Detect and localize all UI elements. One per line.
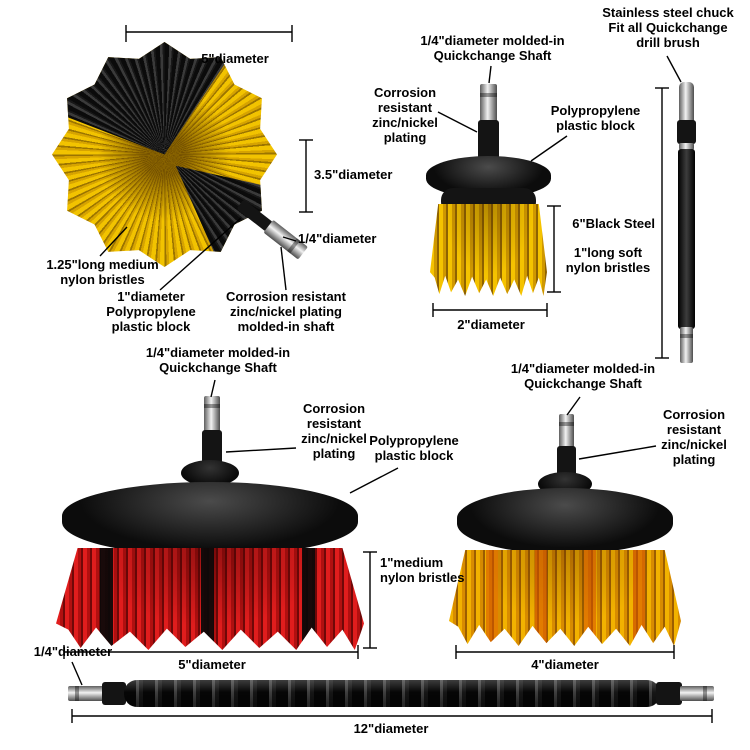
quickchange-groove: [480, 93, 497, 97]
leader-line: [530, 135, 568, 162]
ball-block-label: 1"diameter Polypropylene plastic block: [106, 289, 196, 334]
leader-line: [225, 447, 297, 453]
brush2-hex-bit: [480, 84, 497, 122]
brush4-plating-label: Corrosion resistant zinc/nickel plating: [661, 407, 727, 467]
rod-title-label: Stainless steel chuck Fit all Quickchang…: [602, 5, 734, 50]
flex-dia-quarter-label: 1/4"diameter: [33, 644, 113, 659]
ball-bristles-label: 1.25"long medium nylon bristles: [46, 257, 159, 287]
brush2-block-label: Polypropylene plastic block: [550, 103, 641, 133]
brush5-bristles: [56, 548, 364, 650]
brush5-hub: [181, 460, 239, 486]
quickchange-groove: [204, 404, 220, 408]
rod-length-label: 6"Black Steel: [572, 216, 655, 231]
ball-dia35-label: 3.5"diameter: [314, 167, 393, 182]
brush2-shaft: [478, 120, 499, 160]
ball-brush: [52, 42, 277, 267]
brush4-hex-bit: [559, 414, 574, 448]
rod-ring: [679, 143, 694, 150]
leader-line: [349, 467, 399, 494]
quickchange-groove: [75, 686, 79, 701]
leader-line: [566, 396, 581, 416]
leader-line: [666, 55, 682, 83]
brush4-plastic-block: [457, 488, 673, 554]
brush5-plating-label: Corrosion resistant zinc/nickel plating: [301, 401, 367, 461]
brush5-shaft-title-label: 1/4"diameter molded-in Quickchange Shaft: [145, 345, 291, 375]
ball-brush-bristles: [52, 42, 277, 267]
brush5-hex-bit: [204, 396, 220, 432]
flex-collar-left: [102, 682, 126, 705]
brush4-shaft: [557, 446, 576, 478]
flex-length-label: 12"diameter: [353, 721, 429, 736]
ball-shaft-note-label: Corrosion resistant zinc/nickel plating …: [226, 289, 346, 334]
flex-hex-left: [68, 686, 104, 701]
brush4-diameter-label: 4"diameter: [531, 657, 599, 672]
quickchange-groove: [703, 686, 707, 701]
quickchange-groove: [680, 334, 693, 338]
brush4-bristles: [449, 550, 681, 646]
ball-dia5-label: 5"diameter: [201, 51, 269, 66]
leader-line: [488, 65, 492, 84]
rod-body: [678, 149, 695, 329]
rod-hex-shank: [680, 327, 693, 363]
rod-collar: [677, 120, 696, 144]
ball-brush-black-tuft: [52, 42, 228, 155]
leader-line: [578, 445, 657, 460]
brush2-shaft-title-label: 1/4"diameter molded-in Quickchange Shaft: [420, 33, 565, 63]
flex-collar-right: [656, 682, 682, 705]
leader-line: [210, 379, 216, 398]
brush4-shaft-title-label: 1/4"diameter molded-in Quickchange Shaft: [510, 361, 656, 391]
ball-dia-quarter-label: 1/4"diameter: [298, 231, 377, 246]
brush5-plastic-block: [62, 482, 358, 556]
flex-body: [124, 680, 660, 707]
brush5-block-label: Polypropylene plastic block: [369, 433, 459, 463]
brush2-diameter-label: 2"diameter: [457, 317, 525, 332]
flex-hex-right: [680, 686, 714, 701]
leader-line: [437, 111, 478, 133]
brush5-shaft: [202, 430, 222, 466]
brush2-bristles: [430, 204, 547, 296]
quickchange-groove: [559, 422, 574, 426]
leader-line: [280, 246, 287, 291]
brush5-bristles-label: 1"medium nylon bristles: [380, 555, 465, 585]
leader-line: [71, 661, 83, 686]
rod-chuck-tip: [679, 82, 694, 122]
brush2-plating-label: Corrosion resistant zinc/nickel plating: [372, 85, 438, 145]
brush2-bristles-label: 1"long soft nylon bristles: [565, 245, 651, 275]
brush5-diameter-label: 5"diameter: [178, 657, 246, 672]
